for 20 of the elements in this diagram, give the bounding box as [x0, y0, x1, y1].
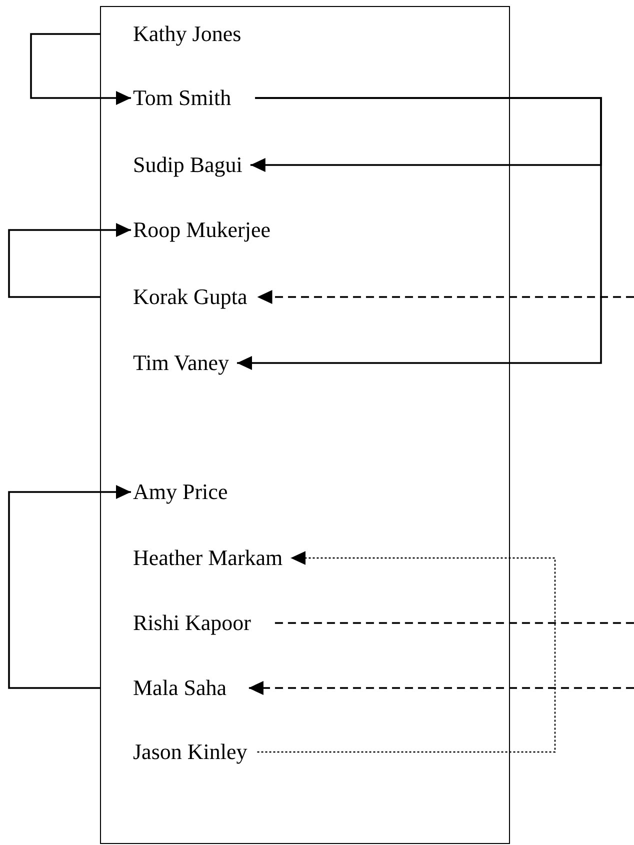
person-name: Roop Mukerjee: [133, 217, 270, 243]
arrow: [257, 290, 634, 304]
person-name: Sudip Bagui: [133, 152, 242, 178]
arrow: [8, 485, 131, 689]
person-name: Heather Markam: [133, 545, 283, 571]
arrow: [257, 551, 556, 753]
person-name: Amy Price: [133, 479, 228, 505]
person-name: Korak Gupta: [133, 284, 248, 310]
person-name: Rishi Kapoor: [133, 610, 251, 636]
connector-line: [274, 622, 634, 624]
list-box: [100, 6, 510, 844]
arrow: [236, 97, 602, 370]
person-name: Mala Saha: [133, 675, 226, 701]
arrow: [248, 681, 634, 695]
person-name: Kathy Jones: [133, 21, 242, 47]
person-name: Jason Kinley: [133, 739, 248, 765]
arrow: [30, 33, 131, 105]
person-name: Tim Vaney: [133, 350, 229, 376]
person-name: Tom Smith: [133, 85, 232, 111]
arrow: [8, 223, 131, 298]
